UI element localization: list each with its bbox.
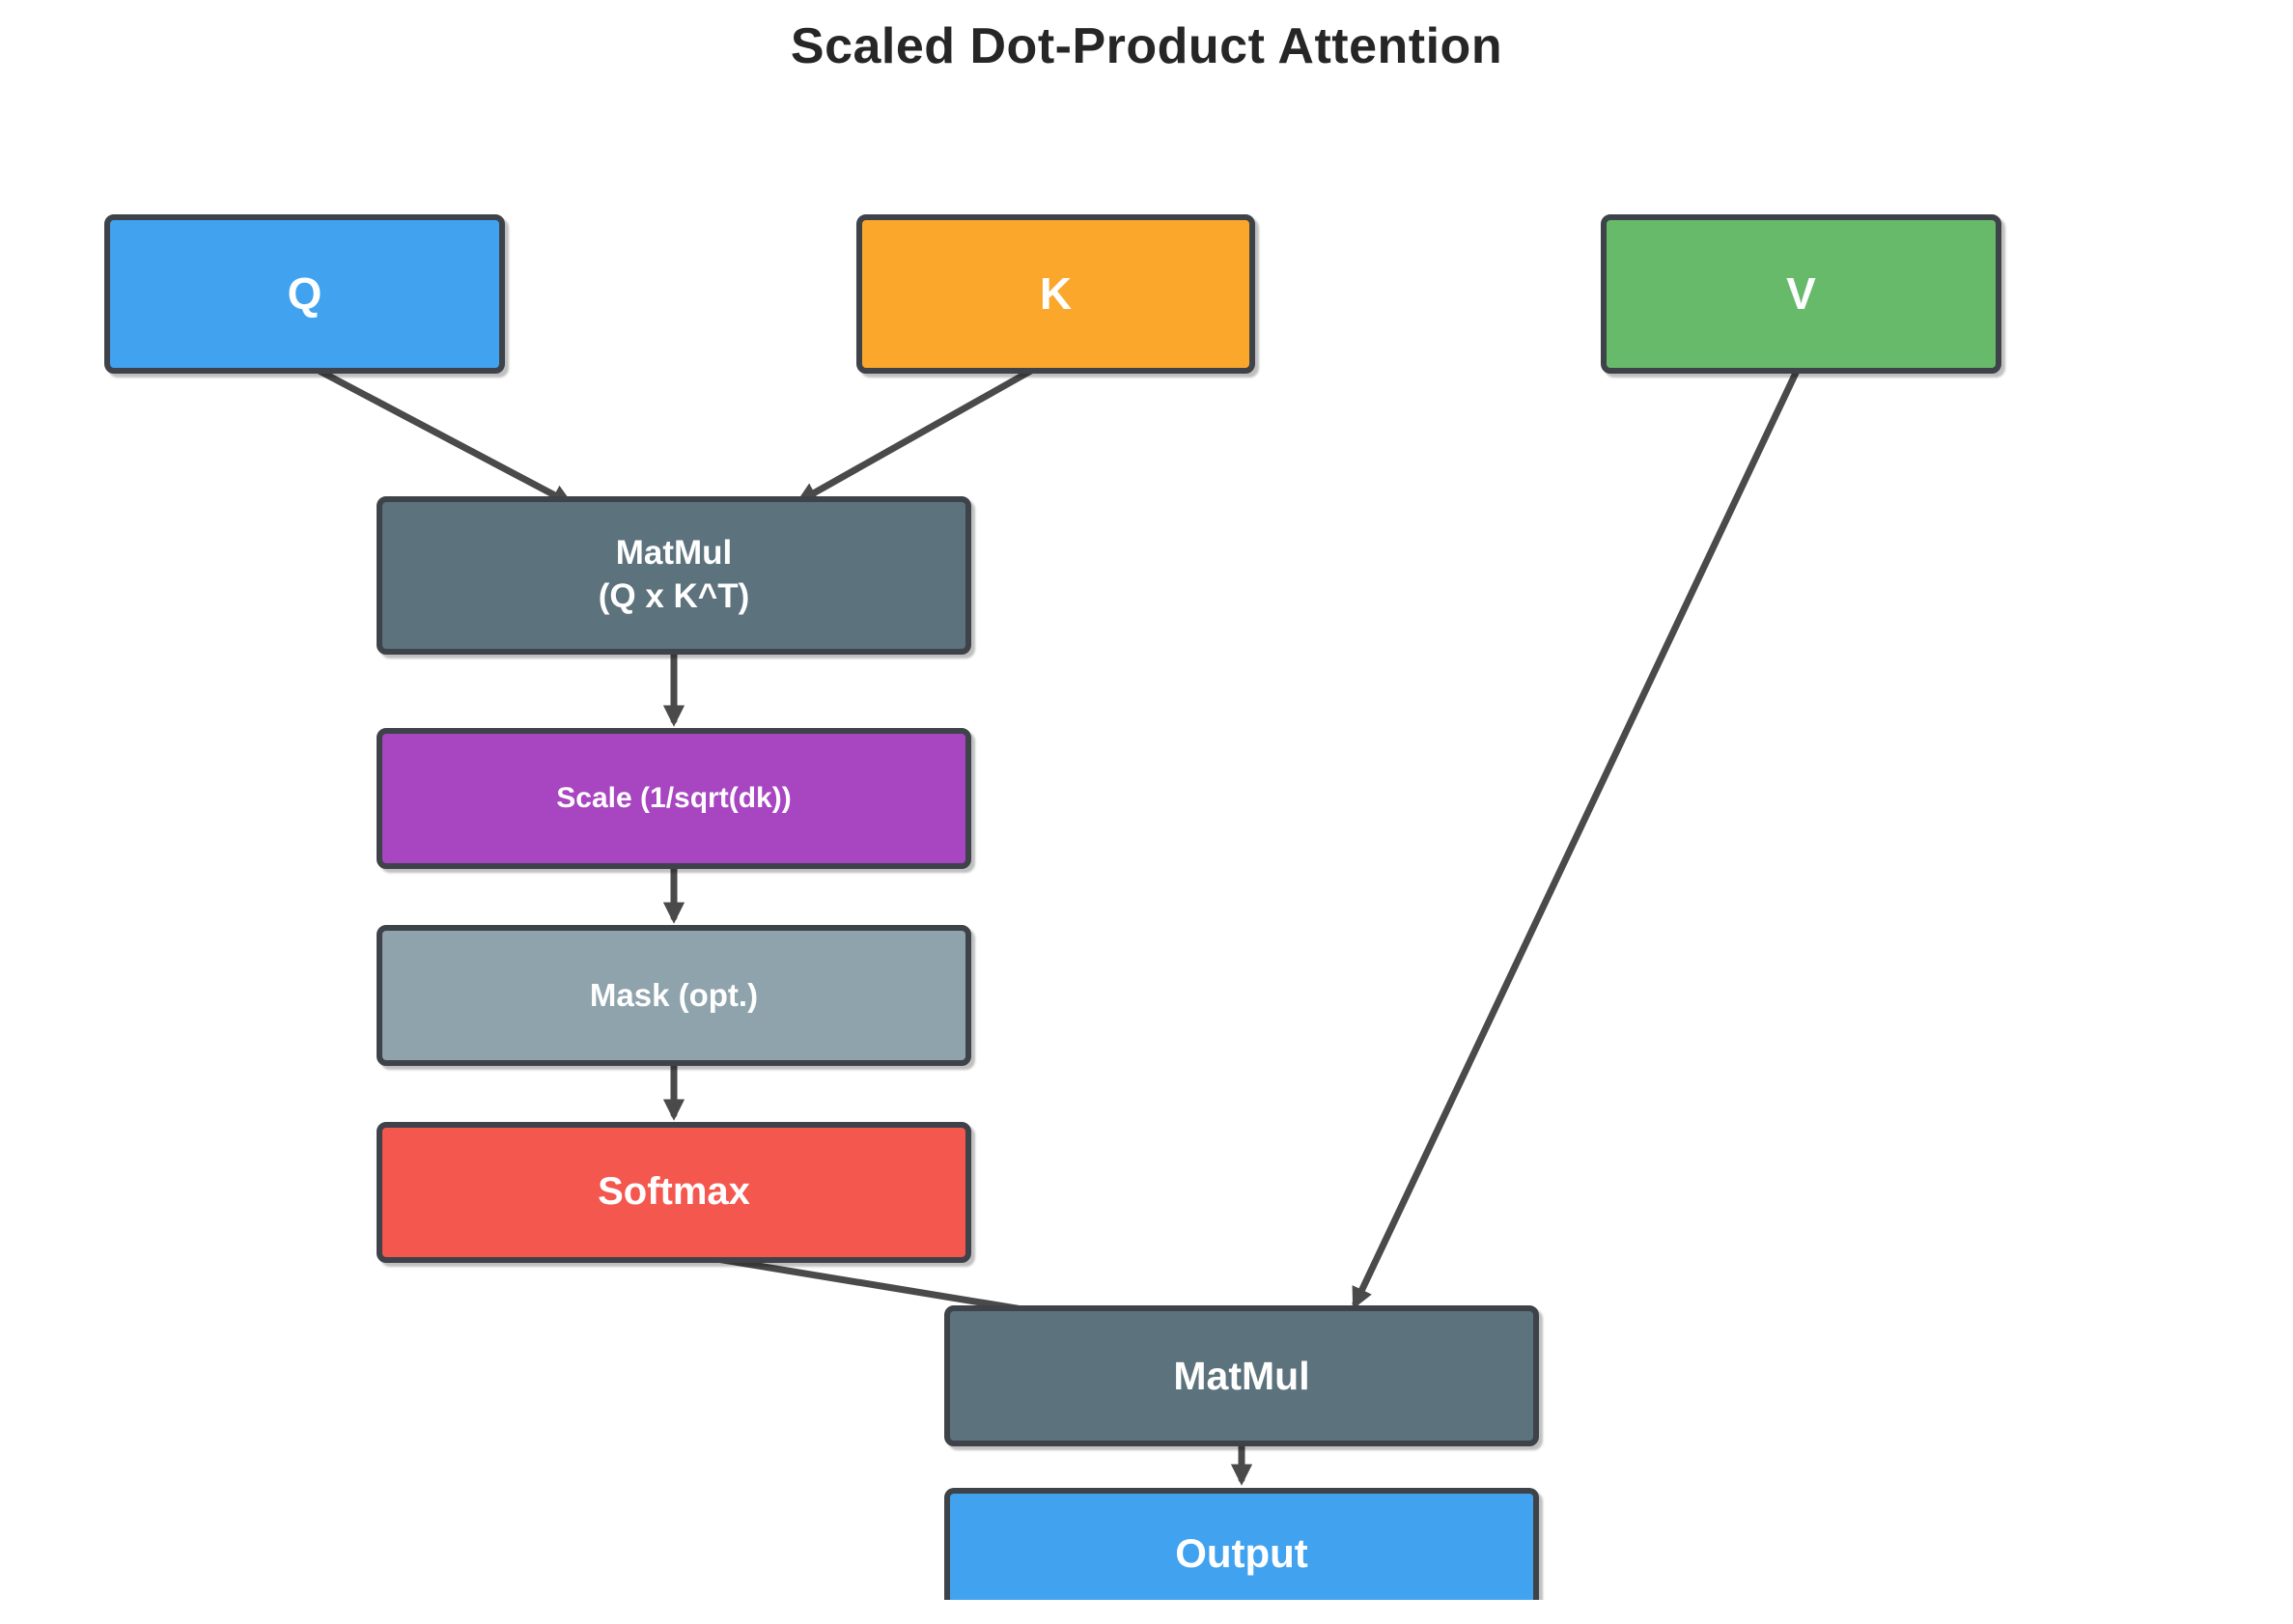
diagram-title: Scaled Dot-Product Attention: [790, 18, 1503, 74]
node-k: K: [856, 214, 1255, 374]
node-q-label: Q: [287, 268, 322, 320]
node-matmul-v: MatMul: [944, 1305, 1539, 1446]
node-softmax: Softmax: [377, 1122, 971, 1263]
node-q: Q: [104, 214, 505, 374]
node-output: Output: [944, 1488, 1539, 1600]
edge-q-to-matmul-qk: [308, 363, 573, 506]
node-v: V: [1601, 214, 2001, 374]
node-v-label: V: [1786, 268, 1816, 320]
node-matmul-v-label: MatMul: [1173, 1353, 1310, 1398]
edge-k-to-matmul-qk: [796, 363, 1042, 504]
node-output-label: Output: [1175, 1530, 1308, 1577]
node-softmax-label: Softmax: [598, 1170, 750, 1214]
node-matmul-qk-label-line1: MatMul: [615, 534, 733, 573]
node-matmul-qk-label-line2: (Q x K^T): [598, 577, 750, 615]
node-scale: Scale (1/sqrt(dk)): [377, 728, 971, 869]
node-k-label: K: [1039, 268, 1073, 320]
node-mask-label: Mask (opt.): [589, 976, 759, 1013]
node-matmul-qk: MatMul (Q x K^T): [377, 496, 971, 655]
node-scale-label: Scale (1/sqrt(dk)): [556, 781, 792, 814]
edge-v-to-matmul-v: [1352, 365, 1802, 1310]
node-mask: Mask (opt.): [377, 925, 971, 1066]
